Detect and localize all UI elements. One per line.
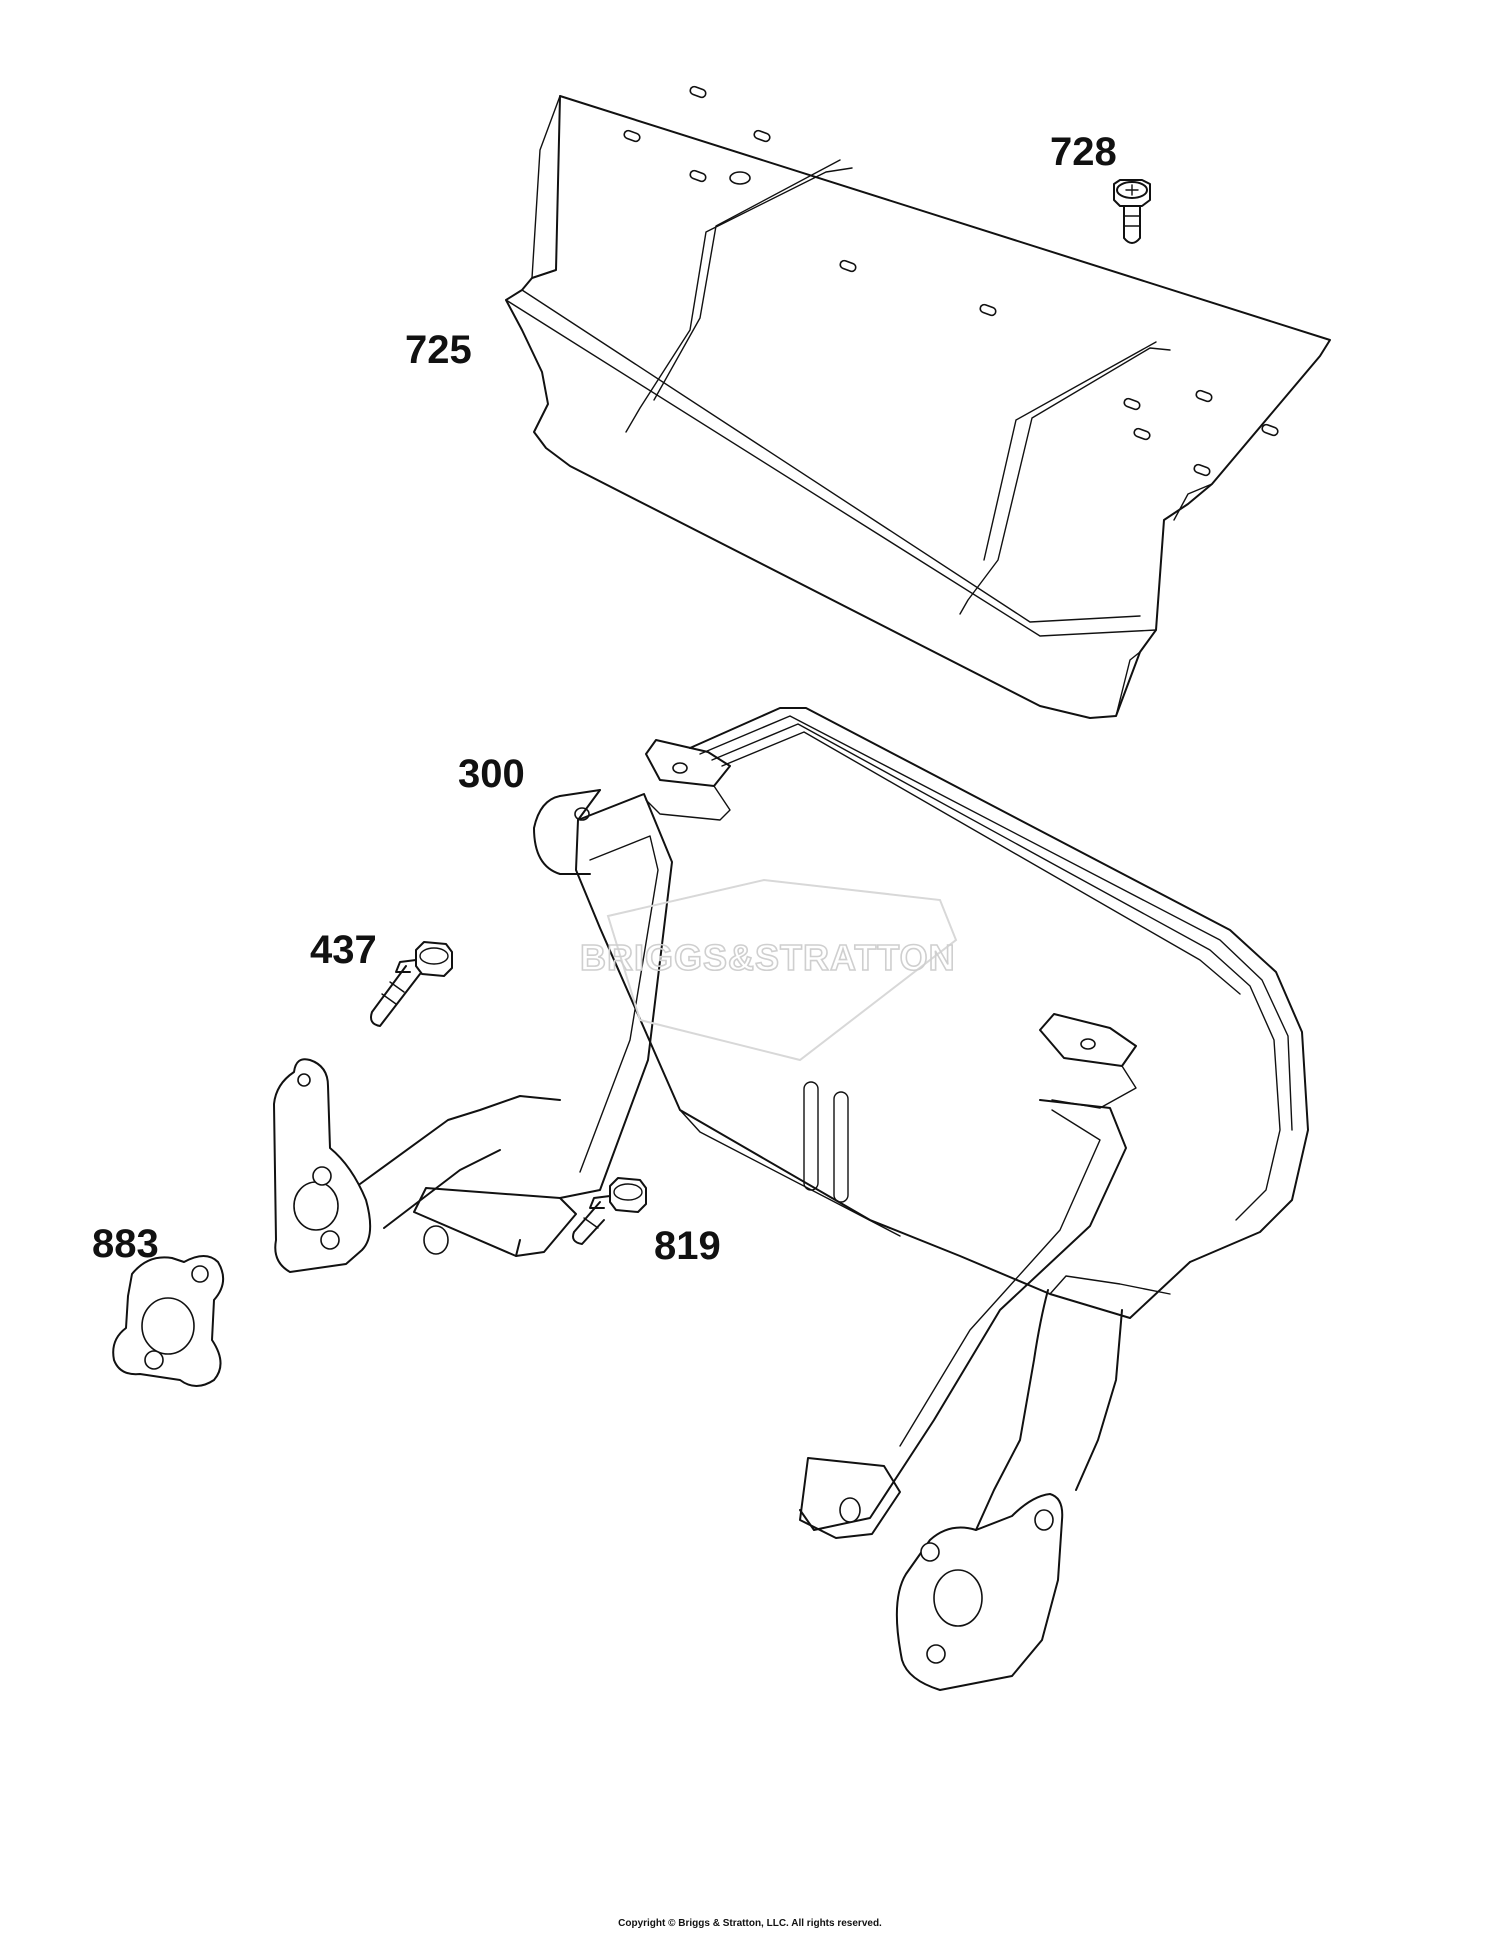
copyright-footer: Copyright © Briggs & Stratton, LLC. All … (618, 1918, 882, 1929)
callout-883: 883 (92, 1222, 159, 1266)
callout-728: 728 (1050, 130, 1117, 174)
heat-shield-part-725 (505, 85, 1331, 719)
bolt-part-819 (572, 1177, 647, 1245)
muffler-part-300 (273, 707, 1309, 1691)
callout-819: 819 (654, 1224, 721, 1268)
callout-437: 437 (310, 928, 377, 972)
screw-part-728 (1113, 179, 1151, 244)
gasket-part-883 (112, 1255, 225, 1387)
callout-725: 725 (405, 328, 472, 372)
bolt-part-437 (370, 941, 453, 1027)
briggs-stratton-watermark-logo: BRIGGS&STRATTON (579, 878, 958, 1062)
shield-slots (623, 85, 1279, 477)
callout-300: 300 (458, 752, 525, 796)
watermark-text: BRIGGS&STRATTON (580, 937, 956, 978)
